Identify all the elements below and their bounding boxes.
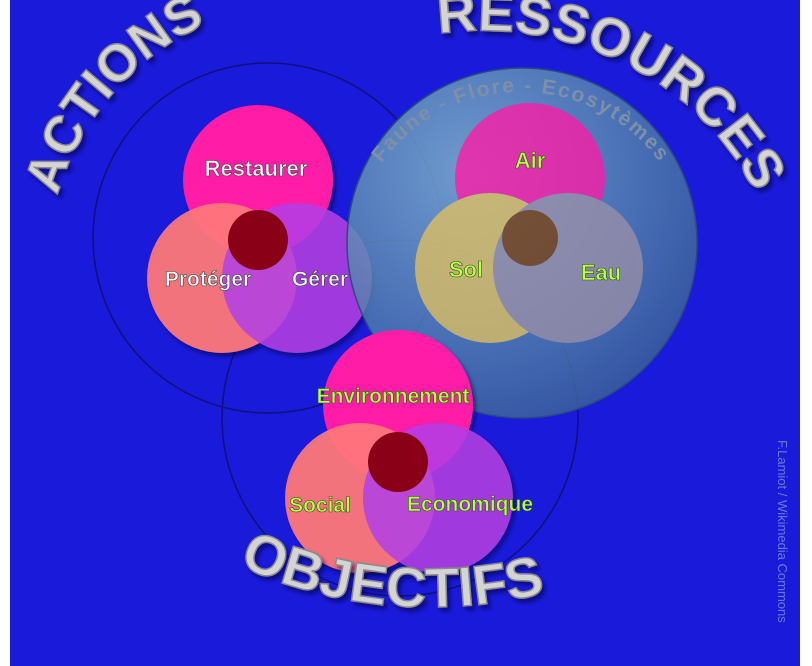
actions-group [147,105,372,353]
label-eau: Eau [581,260,621,285]
label-gerer: Gérer [292,268,348,291]
label-air: Air [515,148,546,173]
ressources-group [415,103,643,343]
label-restaurer: Restaurer [205,156,308,181]
label-economique: Economique [407,493,533,516]
label-social: Social [289,494,351,517]
credit-text: F.Lamiot / Wikimedia Commons [775,440,790,623]
label-sol: Sol [449,257,483,282]
objectifs-group [285,330,513,573]
actions-center [228,210,288,270]
label-proteger: Protéger [165,268,251,291]
objectifs-center [368,432,428,492]
label-environnement: Environnement [317,385,470,408]
ressources-center [502,210,558,266]
